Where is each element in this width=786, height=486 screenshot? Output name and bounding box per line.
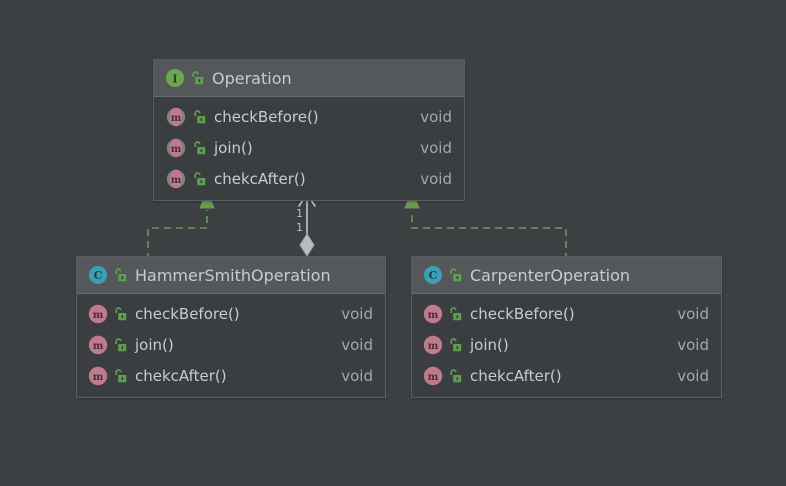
multiplicity-upper: 1 xyxy=(296,207,303,220)
class-header[interactable]: I Operation xyxy=(154,60,464,97)
member-type: void xyxy=(420,169,452,188)
unlocked-padlock-icon xyxy=(192,140,206,156)
realization-carpenter[interactable] xyxy=(404,189,567,260)
member-type: void xyxy=(677,304,709,323)
member-name: chekcAfter() xyxy=(214,169,306,188)
class-members: m checkBefore() void xyxy=(154,97,464,200)
member-name: join() xyxy=(214,138,253,157)
method-icon: m xyxy=(423,304,443,324)
member-type: void xyxy=(420,107,452,126)
member-name: checkBefore() xyxy=(214,107,319,126)
svg-text:m: m xyxy=(93,310,104,321)
method-icon: m xyxy=(88,304,108,324)
class-members: m checkBefore() void m xyxy=(77,294,385,397)
realization-hammersmith[interactable] xyxy=(147,189,215,260)
member-name: checkBefore() xyxy=(135,304,240,323)
unlocked-padlock-icon xyxy=(113,267,127,283)
uml-class-hammersmithoperation[interactable]: C HammerSmithOperation m xyxy=(76,256,386,398)
method-icon: m xyxy=(423,366,443,386)
member-type: void xyxy=(341,335,373,354)
member-row[interactable]: m chekcAfter() void xyxy=(77,360,385,391)
member-row[interactable]: m checkBefore() void xyxy=(154,101,464,132)
svg-text:m: m xyxy=(171,113,182,124)
svg-text:m: m xyxy=(171,175,182,186)
svg-text:m: m xyxy=(171,144,182,155)
member-name: checkBefore() xyxy=(470,304,575,323)
svg-text:m: m xyxy=(428,372,439,383)
unlocked-padlock-icon xyxy=(192,171,206,187)
class-header[interactable]: C HammerSmithOperation xyxy=(77,257,385,294)
unlocked-padlock-icon xyxy=(113,337,127,353)
svg-text:m: m xyxy=(93,372,104,383)
svg-text:m: m xyxy=(428,310,439,321)
abstract-method-icon: m xyxy=(165,138,187,158)
member-row[interactable]: m join() void xyxy=(154,132,464,163)
svg-text:m: m xyxy=(428,341,439,352)
class-name: CarpenterOperation xyxy=(470,265,631,285)
unlocked-padlock-icon xyxy=(192,109,206,125)
abstract-method-icon: m xyxy=(165,169,187,189)
method-icon: m xyxy=(88,366,108,386)
member-type: void xyxy=(677,335,709,354)
method-icon: m xyxy=(88,335,108,355)
unlocked-padlock-icon xyxy=(448,368,462,384)
class-icon: C xyxy=(423,265,443,285)
unlocked-padlock-icon xyxy=(448,267,462,283)
unlocked-padlock-icon xyxy=(190,70,204,86)
member-row[interactable]: m join() void xyxy=(412,329,721,360)
svg-text:m: m xyxy=(93,341,104,352)
uml-class-operation[interactable]: I Operation m xyxy=(153,59,465,201)
class-name: Operation xyxy=(212,68,292,88)
member-row[interactable]: m checkBefore() void xyxy=(412,298,721,329)
member-row[interactable]: m chekcAfter() void xyxy=(412,360,721,391)
member-name: join() xyxy=(135,335,174,354)
member-type: void xyxy=(420,138,452,157)
member-type: void xyxy=(341,366,373,385)
unlocked-padlock-icon xyxy=(448,337,462,353)
member-type: void xyxy=(341,304,373,323)
unlocked-padlock-icon xyxy=(113,368,127,384)
uml-class-carpenteroperation[interactable]: C CarpenterOperation m xyxy=(411,256,722,398)
multiplicity-lower: 1 xyxy=(296,221,303,234)
interface-icon: I xyxy=(165,68,185,88)
method-icon: m xyxy=(423,335,443,355)
svg-text:C: C xyxy=(429,269,438,282)
member-row[interactable]: m chekcAfter() void xyxy=(154,163,464,194)
class-members: m checkBefore() void m xyxy=(412,294,721,397)
member-type: void xyxy=(677,366,709,385)
member-name: join() xyxy=(470,335,509,354)
unlocked-padlock-icon xyxy=(448,306,462,322)
svg-text:I: I xyxy=(172,73,177,86)
member-name: chekcAfter() xyxy=(135,366,227,385)
svg-text:C: C xyxy=(94,269,103,282)
class-name: HammerSmithOperation xyxy=(135,265,331,285)
class-header[interactable]: C CarpenterOperation xyxy=(412,257,721,294)
unlocked-padlock-icon xyxy=(113,306,127,322)
member-row[interactable]: m checkBefore() void xyxy=(77,298,385,329)
abstract-method-icon: m xyxy=(165,107,187,127)
member-name: chekcAfter() xyxy=(470,366,562,385)
class-icon: C xyxy=(88,265,108,285)
member-row[interactable]: m join() void xyxy=(77,329,385,360)
